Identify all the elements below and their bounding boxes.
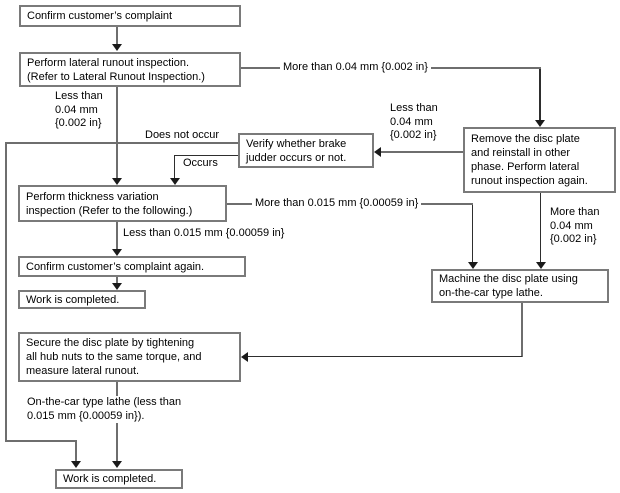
arrowhead-into-verify — [374, 147, 381, 157]
arrowhead-into-secure — [241, 352, 248, 362]
flow-node-secure-disc-plate: Secure the disc plate by tightening all … — [18, 332, 241, 382]
arrowhead-secure-into-work — [112, 461, 122, 468]
flow-node-confirm-complaint: Confirm customer’s complaint — [19, 5, 241, 27]
arrowhead-occurs-into-thickness — [170, 178, 180, 185]
connector-occurs-horizontal — [174, 155, 238, 156]
arrowhead-lateral-to-thickness — [112, 178, 122, 185]
flow-node-verify-brake-judder: Verify whether brake judder occurs or no… — [238, 133, 374, 168]
edge-label-does-not-occur: Does not occur — [145, 129, 219, 141]
edge-label-on-the-car-lathe: On-the-car type lathe (less than 0.015 m… — [24, 396, 185, 423]
connector-occurs-vertical — [174, 155, 175, 178]
connector-left-rail-bottom-horizontal — [5, 440, 77, 442]
flow-node-machine-disc-plate: Machine the disc plate using on-the-car … — [431, 269, 609, 303]
arrowhead-into-remove — [535, 120, 545, 127]
connector-confirm-again-to-work — [116, 277, 118, 283]
connector-left-rail-vertical — [5, 142, 7, 442]
connector-remove-down-to-machine — [540, 193, 541, 262]
connector-machine-down — [521, 303, 523, 357]
connector-remove-to-verify — [381, 151, 463, 153]
arrowhead-thickness-into-machine — [468, 262, 478, 269]
arrowhead-confirm-to-lateral — [112, 44, 122, 51]
connector-thickness-to-confirm-again — [116, 222, 118, 249]
connector-confirm-to-lateral — [116, 27, 118, 45]
edge-label-less-004-left: Less than 0.04 mm {0.002 in} — [55, 90, 103, 129]
edge-label-occurs: Occurs — [183, 157, 218, 169]
flow-node-work-completed-final: Work is completed. — [55, 469, 183, 489]
arrowhead-remove-into-machine — [536, 262, 546, 269]
edge-label-less-004-right: Less than 0.04 mm {0.002 in} — [390, 102, 438, 141]
connector-lateral-to-thickness — [116, 87, 118, 178]
edge-label-more-004-right: More than 0.04 mm {0.002 in} — [550, 206, 600, 245]
connector-more004-down-to-remove — [539, 69, 541, 120]
arrowhead-into-confirm-again — [112, 249, 122, 256]
flow-node-thickness-variation-inspection: Perform thickness variation inspection (… — [18, 185, 227, 222]
arrowhead-into-work-mid — [112, 283, 122, 290]
edge-label-less-0015: Less than 0.015 mm {0.00059 in} — [123, 227, 285, 239]
flow-node-remove-reinstall-disc: Remove the disc plate and reinstall in o… — [463, 127, 616, 193]
flow-node-confirm-complaint-again: Confirm customer’s complaint again. — [18, 256, 246, 277]
connector-left-rail-into-work — [75, 440, 77, 461]
flow-node-lateral-runout-inspection: Perform lateral runout inspection. (Refe… — [19, 52, 241, 87]
edge-label-more-004-top: More than 0.04 mm {0.002 in} — [280, 61, 431, 75]
flow-node-work-completed-mid: Work is completed. — [18, 290, 146, 309]
arrowhead-rail-into-work — [71, 461, 81, 468]
edge-label-more-0015: More than 0.015 mm {0.00059 in} — [252, 197, 422, 211]
connector-more0015-down-to-machine — [472, 205, 473, 262]
connector-machine-to-secure — [248, 356, 522, 357]
connector-verify-to-left-rail — [5, 142, 238, 144]
